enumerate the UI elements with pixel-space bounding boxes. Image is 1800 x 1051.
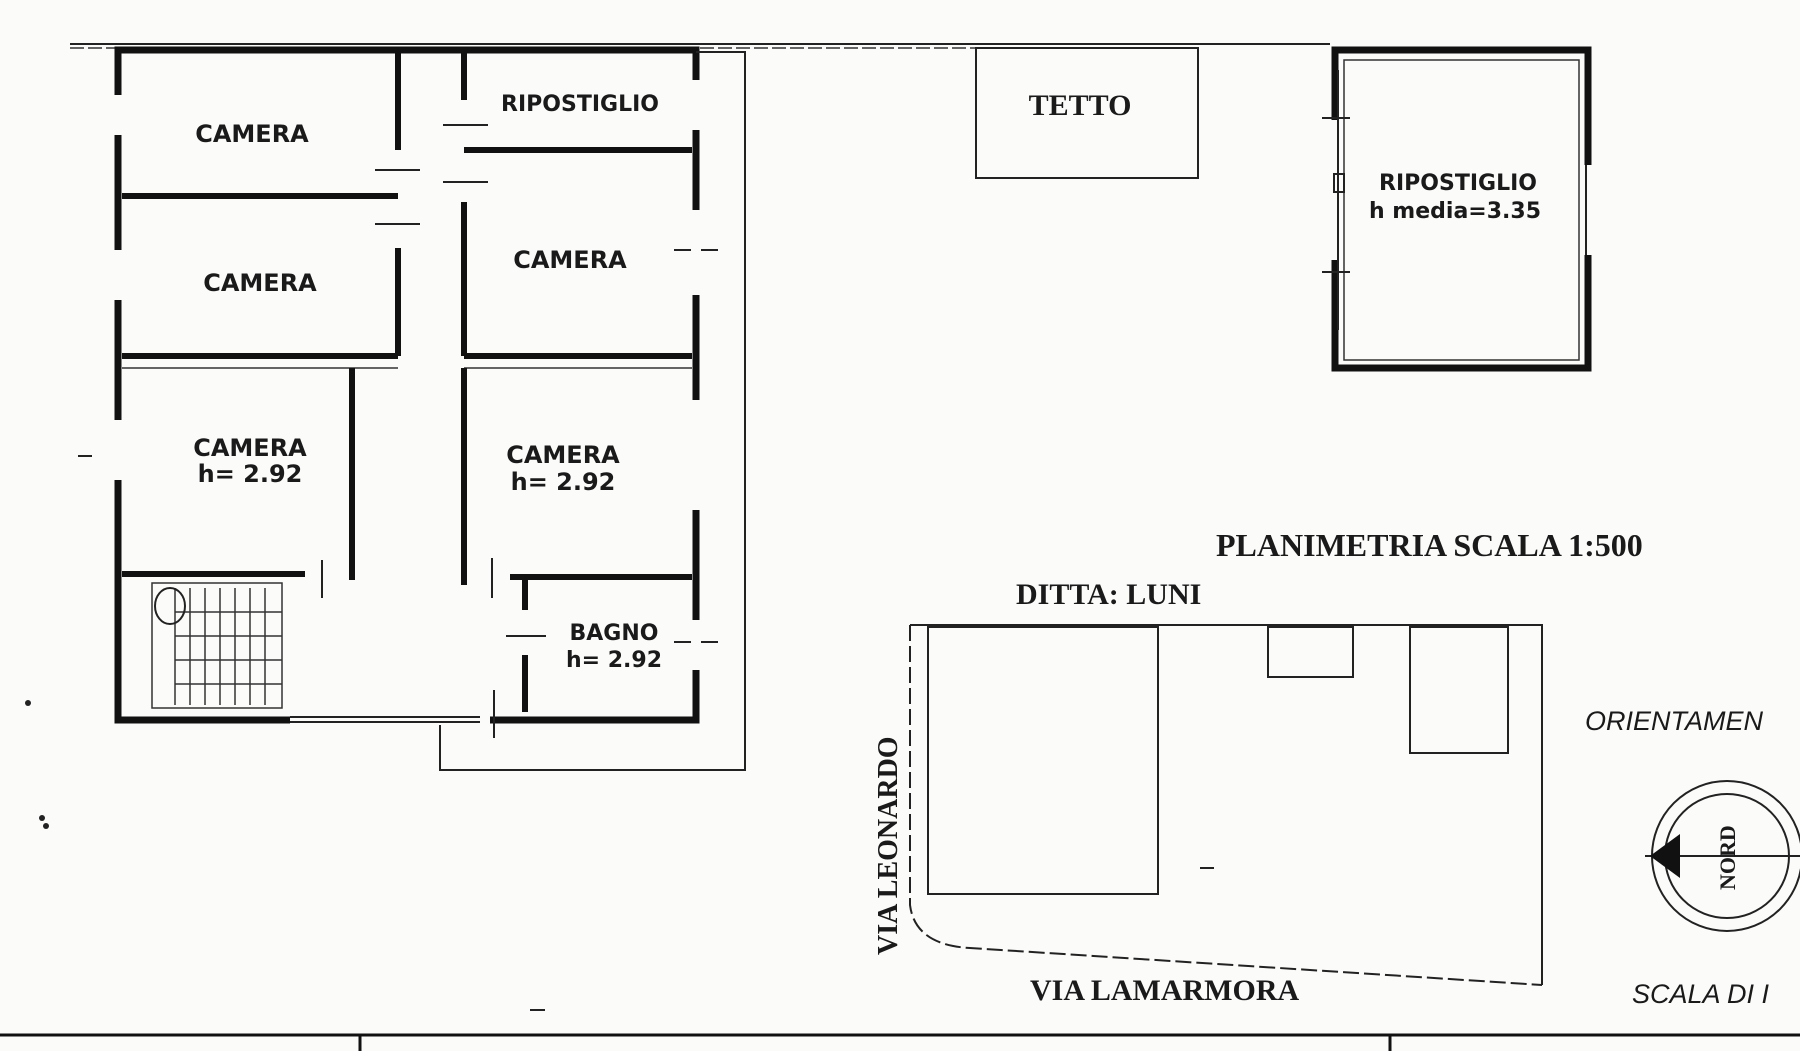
scan-speck: [39, 815, 45, 821]
window-gap: [113, 250, 123, 300]
window-gap: [691, 620, 701, 670]
room-label-camera-1: CAMERA: [195, 120, 309, 148]
stair-newel: [154, 587, 186, 625]
site-plan-title: PLANIMETRIA SCALA 1:500: [1216, 527, 1643, 563]
street-label-south: VIA LAMARMORA: [1030, 974, 1299, 1007]
room-label-camera-3: CAMERA: [193, 434, 307, 462]
room-label-camera-5: CAMERA: [506, 441, 620, 469]
scale-label: SCALA DI I: [1632, 979, 1770, 1009]
lot-boundary-curved: [909, 625, 1543, 986]
terrace-outline: [439, 51, 746, 771]
room-label-bagno: BAGNO: [570, 621, 659, 646]
room-label-camera-2: CAMERA: [203, 269, 317, 297]
site-plan-company: DITTA: LUNI: [1016, 578, 1201, 611]
tetto-label: TETTO: [1029, 89, 1132, 122]
staircase: [151, 582, 283, 709]
lot-boundary: [910, 624, 1543, 985]
ripostiglio-2-inner-wall: [1343, 59, 1580, 361]
annex-footprint: [1267, 626, 1354, 678]
street-label-west: VIA LEONARDO: [873, 736, 904, 955]
storage-footprint: [1409, 626, 1509, 754]
room-height-camera-5: h= 2.92: [511, 468, 616, 496]
window-gap: [691, 400, 701, 510]
north-compass: NORD: [1645, 780, 1800, 932]
room-height-ripostiglio-2: h media=3.35: [1369, 199, 1541, 224]
orientation-label: ORIENTAMEN: [1585, 706, 1764, 736]
room-height-camera-3: h= 2.92: [198, 460, 303, 488]
window-gap: [691, 80, 701, 130]
window-gap: [113, 95, 123, 135]
building-footprint: [927, 626, 1159, 895]
scan-speck: [25, 700, 31, 706]
north-label: NORD: [1715, 825, 1740, 890]
ripostiglio-2-plan: RIPOSTIGLIO h media=3.35: [1322, 46, 1593, 372]
stair-outline: [151, 582, 283, 709]
scan-speck: [43, 823, 49, 829]
room-label-ripostiglio-1: RIPOSTIGLIO: [501, 92, 659, 117]
tetto-block: [975, 47, 1199, 179]
room-label-camera-4: CAMERA: [513, 246, 627, 274]
window-gap: [113, 420, 123, 480]
entrance-gap: [290, 715, 490, 725]
apartment-plan: CAMERA CAMERA CAMERA h= 2.92 CAMERA CAME…: [113, 46, 746, 771]
room-label-ripostiglio-2: RIPOSTIGLIO: [1379, 171, 1537, 196]
window-gap: [691, 210, 701, 295]
room-height-bagno: h= 2.92: [566, 648, 662, 673]
site-plan: VIA LEONARDO VIA LAMARMORA: [873, 624, 1543, 1007]
north-arrow-icon: [1650, 834, 1680, 878]
